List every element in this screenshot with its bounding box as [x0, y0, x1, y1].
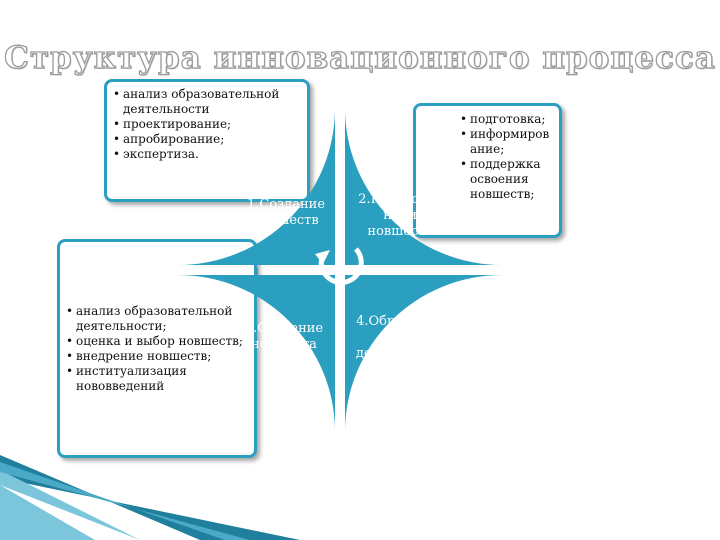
quadrant-label-mastering: 3.Освоение новшеста	[244, 321, 324, 352]
callout-box-top-left: анализ образовательной деятельности прое…	[104, 79, 310, 202]
callout-box-bottom-left: анализ образовательной деятельности; оце…	[57, 239, 257, 458]
small-marker	[254, 268, 258, 276]
quadrant-education	[345, 275, 502, 432]
list-item: подготовка;	[460, 112, 553, 127]
quadrant-label-dissemination: 2.Распростра нение новшества	[358, 192, 450, 239]
list-item: апробирование;	[113, 132, 301, 147]
list-item: институализация нововведений	[66, 364, 248, 394]
list-item: поддержка освоения новшеств;	[460, 157, 553, 202]
diagram-title: Структура инновационного процесса	[4, 39, 716, 76]
list-item: экспертиза.	[113, 147, 301, 162]
list-item: информиров ание;	[460, 127, 553, 157]
quadrant-creation	[178, 108, 335, 265]
list-item: оценка и выбор новшеств;	[66, 334, 248, 349]
center-arrow-head	[315, 250, 330, 264]
quadrant-mastering	[178, 275, 335, 432]
list-item: проектирование;	[113, 117, 301, 132]
quadrant-dissemination	[345, 108, 502, 265]
center-arrow-ring	[318, 247, 364, 285]
callout-box-top-right: подготовка; информиров ание; поддержка о…	[413, 103, 562, 238]
list-item: внедрение новшеств;	[66, 349, 248, 364]
list-item: анализ образовательной деятельности	[113, 87, 301, 117]
ribbon-light-band	[0, 470, 140, 540]
list-item: анализ образовательной деятельности;	[66, 304, 248, 334]
quadrant-label-creation: 1.Создание новшеств	[246, 197, 326, 228]
quadrant-label-education: 4.Образовате льная деятельность	[355, 314, 449, 361]
